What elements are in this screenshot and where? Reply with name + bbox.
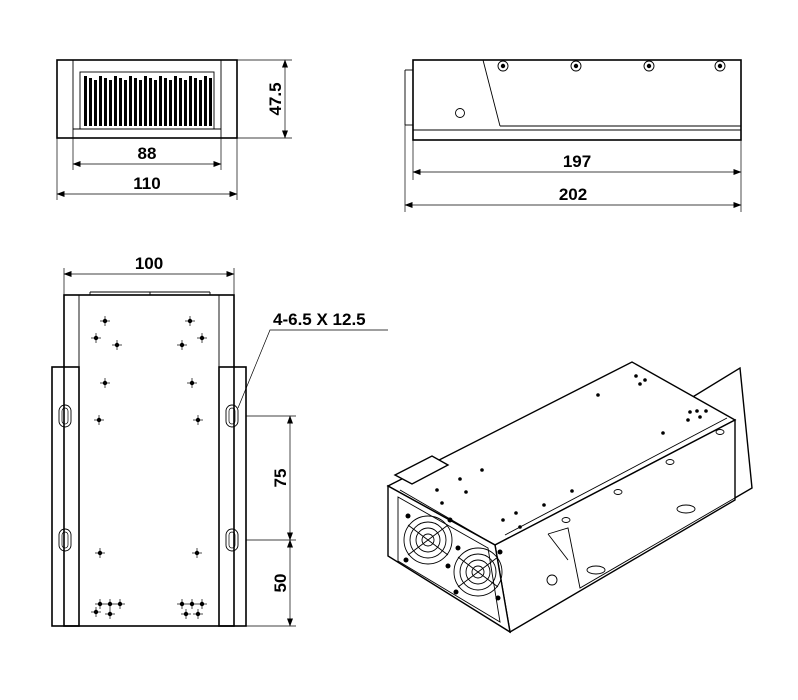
top-holes <box>91 316 207 619</box>
slot-spec-label: 4-6.5 X 12.5 <box>273 310 366 329</box>
grille-bar <box>189 76 192 126</box>
iso-top-holes <box>435 374 708 529</box>
screw-icon <box>714 60 726 72</box>
screw-head <box>500 63 506 69</box>
dim-side-outer-length: 202 <box>559 185 587 204</box>
slot-inner <box>228 407 236 425</box>
iso-hole <box>704 409 708 413</box>
grille-bar <box>129 76 132 126</box>
dim-slot-spacing: 75 <box>271 469 290 488</box>
grille-bar <box>149 78 152 126</box>
iso-hole <box>570 489 574 493</box>
iso-hole <box>634 374 638 378</box>
slot <box>58 404 72 428</box>
grille-bar <box>84 76 87 126</box>
grille-bar <box>99 76 102 126</box>
iso-hole <box>440 501 444 505</box>
dim-front-height: 47.5 <box>266 82 285 115</box>
grille-bar <box>89 78 92 126</box>
screw-icon <box>643 60 655 72</box>
iso-hole <box>458 477 462 481</box>
dim-slot-edge-offset: 50 <box>271 574 290 593</box>
front-view: 47.5 88 110 <box>56 59 292 200</box>
screw-icon <box>497 60 509 72</box>
slot-inner <box>61 407 69 425</box>
grille-bar <box>124 80 127 126</box>
dim-top-width: 100 <box>135 254 163 273</box>
grille-bar <box>154 80 157 126</box>
screw-head <box>646 63 652 69</box>
grille-bar <box>204 76 207 126</box>
fan-left <box>403 513 453 569</box>
iso-hole <box>501 518 505 522</box>
iso-hole <box>518 525 522 529</box>
screw-icon <box>570 60 582 72</box>
grille-bar <box>209 78 212 126</box>
slot <box>225 528 239 552</box>
iso-hole <box>686 418 690 422</box>
grille-bar <box>199 80 202 126</box>
mounting-slots <box>58 404 239 552</box>
grille-bar <box>184 80 187 126</box>
grille-bar <box>114 76 117 126</box>
dim-front-inner-width: 88 <box>138 144 157 163</box>
side-view: 197 202 <box>404 59 742 212</box>
top-view: 100 4-6.5 X 12.5 75 50 <box>51 254 388 627</box>
iso-hole <box>596 393 600 397</box>
dim-front-outer-width: 110 <box>133 174 160 193</box>
grille-bar <box>94 80 97 126</box>
grille-bar <box>139 80 142 126</box>
grille-bar <box>159 76 162 126</box>
slot-inner <box>61 531 69 549</box>
iso-hole <box>698 415 702 419</box>
screw-head <box>573 63 579 69</box>
slot-inner <box>228 531 236 549</box>
fan-grille <box>84 76 212 126</box>
iso-hole <box>435 488 439 492</box>
grille-bar <box>174 76 177 126</box>
grille-bar <box>164 78 167 126</box>
iso-hole <box>661 431 665 435</box>
iso-hole <box>695 409 699 413</box>
grille-bar <box>134 78 137 126</box>
slot <box>225 404 239 428</box>
iso-hole <box>480 468 484 472</box>
slot <box>58 528 72 552</box>
iso-hole <box>688 410 692 414</box>
grille-bar <box>194 78 197 126</box>
grille-bar <box>104 78 107 126</box>
grille-bar <box>169 80 172 126</box>
iso-hole <box>638 382 642 386</box>
iso-hole <box>542 503 546 507</box>
grille-bar <box>144 76 147 126</box>
isometric-view <box>386 361 753 634</box>
grille-bar <box>109 80 112 126</box>
dim-side-inner-length: 197 <box>563 152 591 171</box>
iso-hole <box>514 511 518 515</box>
fan-right <box>453 545 503 601</box>
grille-bar <box>179 78 182 126</box>
iso-hole <box>464 490 468 494</box>
iso-hole <box>643 378 647 382</box>
side-screws <box>497 60 726 72</box>
grille-bar <box>119 78 122 126</box>
screw-head <box>717 63 723 69</box>
